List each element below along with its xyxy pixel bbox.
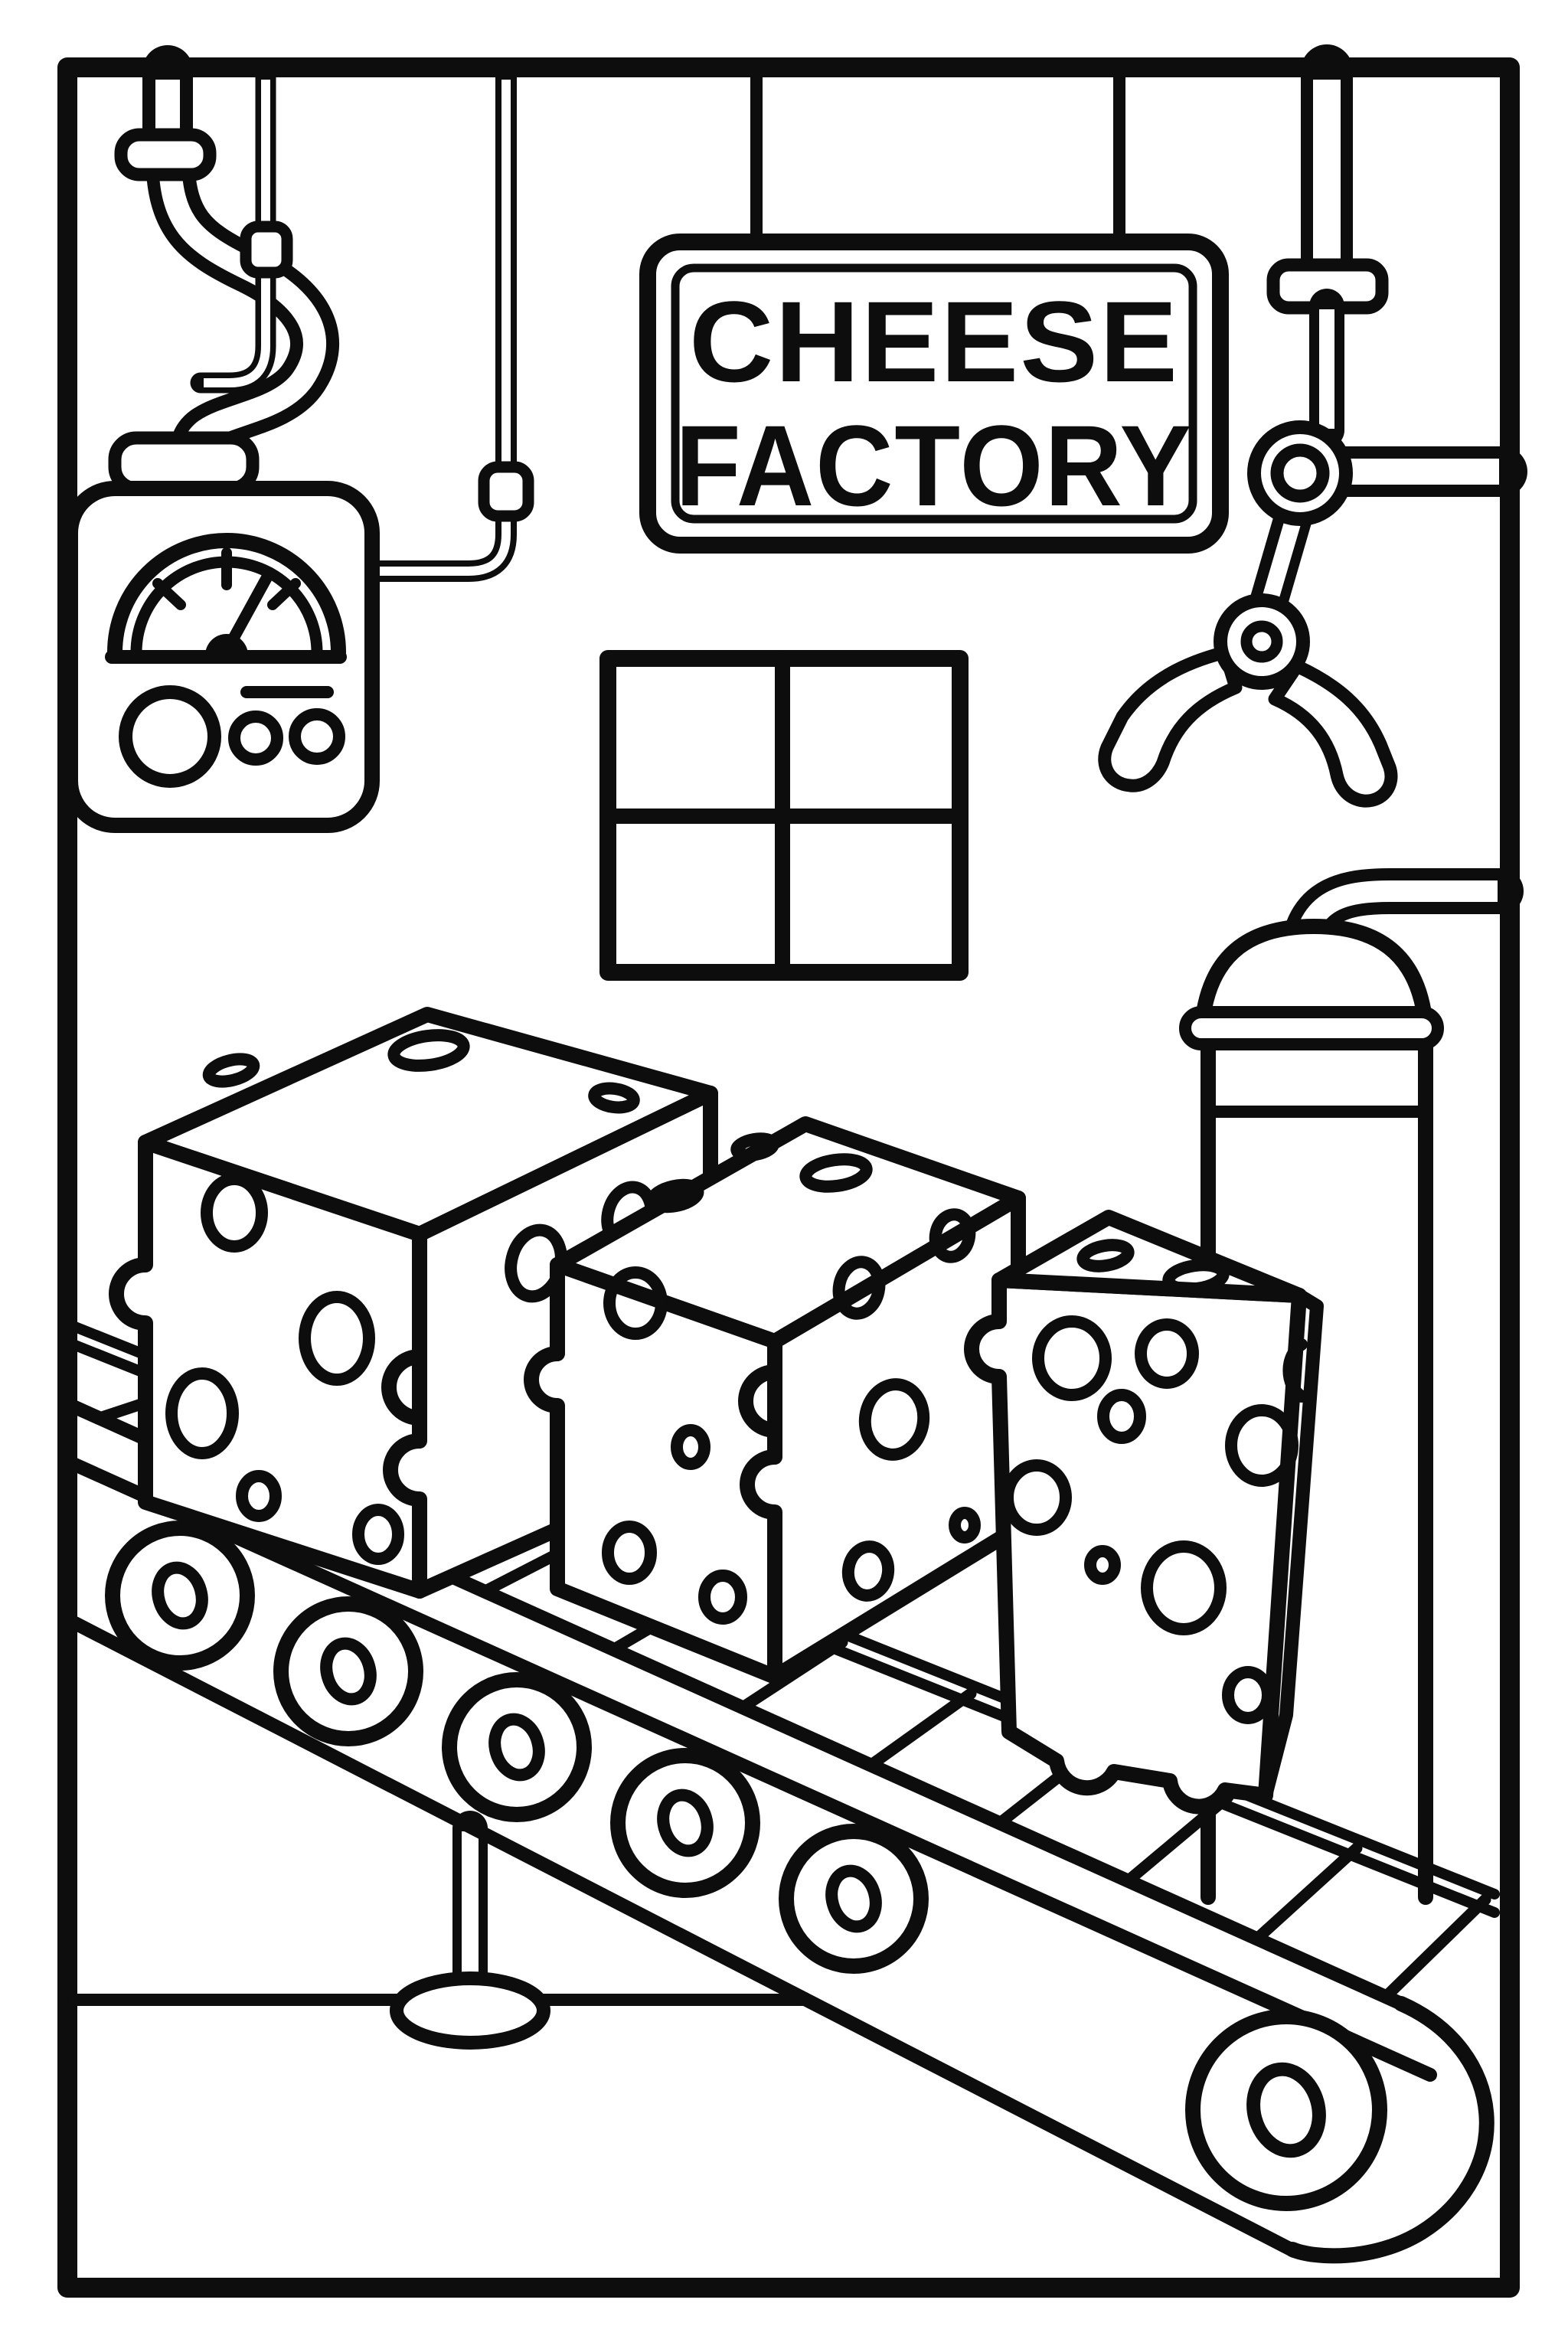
belt-nose-curve bbox=[1285, 1996, 1494, 2264]
roller-icon bbox=[610, 1748, 760, 1898]
tank-dome bbox=[1194, 919, 1433, 1032]
thin-pipe-left bbox=[190, 60, 293, 394]
sign-title-line2: FACTORY bbox=[675, 401, 1193, 530]
roller-icon bbox=[779, 1824, 929, 1974]
gauge-tick-icon bbox=[152, 578, 186, 610]
gauge-tick-icon bbox=[267, 578, 301, 610]
sign-inner-border bbox=[671, 263, 1197, 524]
leg-foot bbox=[390, 1971, 550, 2050]
tank-flange-band bbox=[1179, 1006, 1444, 1050]
sign-title-line1: CHEESE bbox=[689, 277, 1179, 406]
claw-finger-right bbox=[1268, 659, 1398, 808]
pipe-coupling-icon bbox=[478, 461, 534, 522]
belt-front-edge-bottom bbox=[68, 1458, 1437, 2082]
sign-board bbox=[639, 234, 1229, 554]
ceiling-pipe-large bbox=[142, 45, 339, 495]
gauge-dial-icon bbox=[105, 533, 347, 664]
thin-pipe-right bbox=[349, 60, 534, 582]
page-border-frame bbox=[57, 57, 1520, 2298]
cheese-side-face bbox=[740, 1191, 1026, 1684]
robotic-claw-arm bbox=[1098, 44, 1527, 808]
claw-finger-left bbox=[1098, 645, 1243, 792]
roller-end-icon bbox=[1185, 2009, 1387, 2211]
gauge-button-icon bbox=[289, 708, 345, 765]
claw-shoulder-joint-center bbox=[1270, 443, 1330, 503]
claw-wrist-joint-icon bbox=[1214, 593, 1310, 690]
claw-shoulder-joint-icon bbox=[1247, 420, 1353, 526]
gauge-knob-icon bbox=[119, 685, 221, 788]
pipe-flange-upper-icon bbox=[114, 128, 217, 181]
gauge-button-icon bbox=[228, 710, 283, 766]
conveyor-rollers bbox=[105, 1521, 1387, 2211]
cheese-partial-hole bbox=[1282, 1338, 1308, 1403]
roller-icon bbox=[105, 1521, 255, 1671]
conveyor-support-leg bbox=[390, 1811, 550, 2050]
cheese-wedge-right bbox=[964, 1210, 1324, 1815]
hanging-sign: CHEESE FACTORY bbox=[639, 67, 1229, 554]
gauge-needle-hub bbox=[205, 634, 248, 655]
roller-icon bbox=[273, 1596, 423, 1746]
claw-wrist-joint-center bbox=[1240, 620, 1283, 663]
pipe-coupling-icon bbox=[240, 220, 293, 279]
cheese-block-middle bbox=[524, 1116, 1026, 1684]
belt-bottom-chord bbox=[68, 1616, 1301, 2258]
pressure-gauge-box bbox=[63, 481, 380, 833]
cheese-holes bbox=[602, 1132, 981, 1625]
cheese-front-face bbox=[964, 1272, 1307, 1815]
cheese-holes bbox=[1001, 1239, 1308, 1724]
roller-icon bbox=[442, 1672, 592, 1822]
four-pane-window bbox=[599, 650, 969, 981]
